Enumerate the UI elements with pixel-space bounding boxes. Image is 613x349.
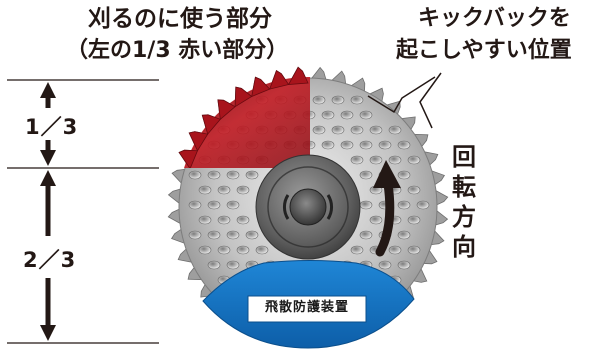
kickback-pointer-tip [419,72,442,129]
blade-hole [378,260,392,270]
blade-hole [359,140,373,150]
blade-hole [388,125,402,135]
blade-hole [312,125,326,135]
blade-hole [226,170,240,180]
blade-hole [226,260,240,270]
blade-hole [226,230,240,240]
blade-hole [245,230,259,240]
cutting-part-title: 刈るのに使う部分 [88,6,272,32]
blade-hole [407,155,421,165]
blade-hole [321,140,335,150]
blade-hole [188,170,202,180]
saw-tooth-red [201,114,221,135]
blade-hole [245,170,259,180]
blade-hole [217,185,231,195]
scatter-guard-label: 飛散防護装置 [264,300,349,315]
rotation-label-char: 方 [452,203,476,231]
blade-hole [350,155,364,165]
blade-hole [331,95,345,105]
rotation-label-char: 回 [452,143,476,171]
blade-hole [188,230,202,240]
saw-tooth-red [234,86,253,108]
blade-hole [369,155,383,165]
kickback-label-line1: キックバックを [418,6,571,31]
blade-hole [407,245,421,255]
kickback-pointer [367,76,436,114]
rotation-label-char: 向 [452,233,476,261]
blade-hole [350,95,364,105]
saw-tooth-red [269,69,290,90]
blade-hole [207,200,221,210]
blade-hole [207,260,221,270]
blade-hole [397,140,411,150]
cutting-zone [178,66,310,168]
rotation-label-char: 転 [452,173,476,201]
blade-hole [397,230,411,240]
blade-hole [198,245,212,255]
blade-hole [369,215,383,225]
scale-arrow-upper [40,82,56,166]
blade-hole [359,200,373,210]
blade-hole [331,125,345,135]
kickback-label-line2: 起こしやすい位置 [396,38,572,63]
scale-label-one-third: 1／3 [25,115,79,139]
blade-hole [359,230,373,240]
saw-tooth-red [287,66,309,85]
blade-hole [388,245,402,255]
blade-hole [359,110,373,120]
blade-hole [236,245,250,255]
blade-hole [217,215,231,225]
blade-hole [416,200,430,210]
blade-hole [350,125,364,135]
blade-hole [378,140,392,150]
blade-hole [407,215,421,225]
blade-hole [397,200,411,210]
blade-hole [188,200,202,210]
scale-arrow-lower [40,170,56,341]
blade-hole [397,260,411,270]
blade-hole [340,110,354,120]
blade-hole [207,230,221,240]
blade-hole [369,125,383,135]
rotation-arrow [375,179,395,257]
saw-tooth-red [251,76,271,98]
blade-hub-ring [267,166,349,248]
hub-curve-right [326,194,333,220]
scale-label-two-thirds: 2／3 [23,248,77,272]
blade-hole [236,215,250,225]
blade-hole [359,170,373,180]
blade-center [289,188,327,226]
blade-hole [207,170,221,180]
blade-hole [312,95,326,105]
blade-hole [226,200,240,210]
rotation-arrow-head [373,160,401,188]
blade-hole [340,140,354,150]
blade-hole [198,215,212,225]
guard-label-box [247,295,367,323]
saw-tooth-red [178,149,199,168]
blade-hole [236,185,250,195]
saw-tooth-red [217,99,236,121]
cutting-part-subtitle: （左の1/3 赤い部分） [66,38,289,63]
blade-hole [407,185,421,195]
blade-hole [198,185,212,195]
blade-hole [397,170,411,180]
blade-hole [321,110,335,120]
blade-hole [217,245,231,255]
hub-curve-left [283,194,290,220]
blade-hole [255,245,269,255]
saw-tooth-red [188,131,209,152]
blade-hole [350,245,364,255]
blade-hole [388,155,402,165]
